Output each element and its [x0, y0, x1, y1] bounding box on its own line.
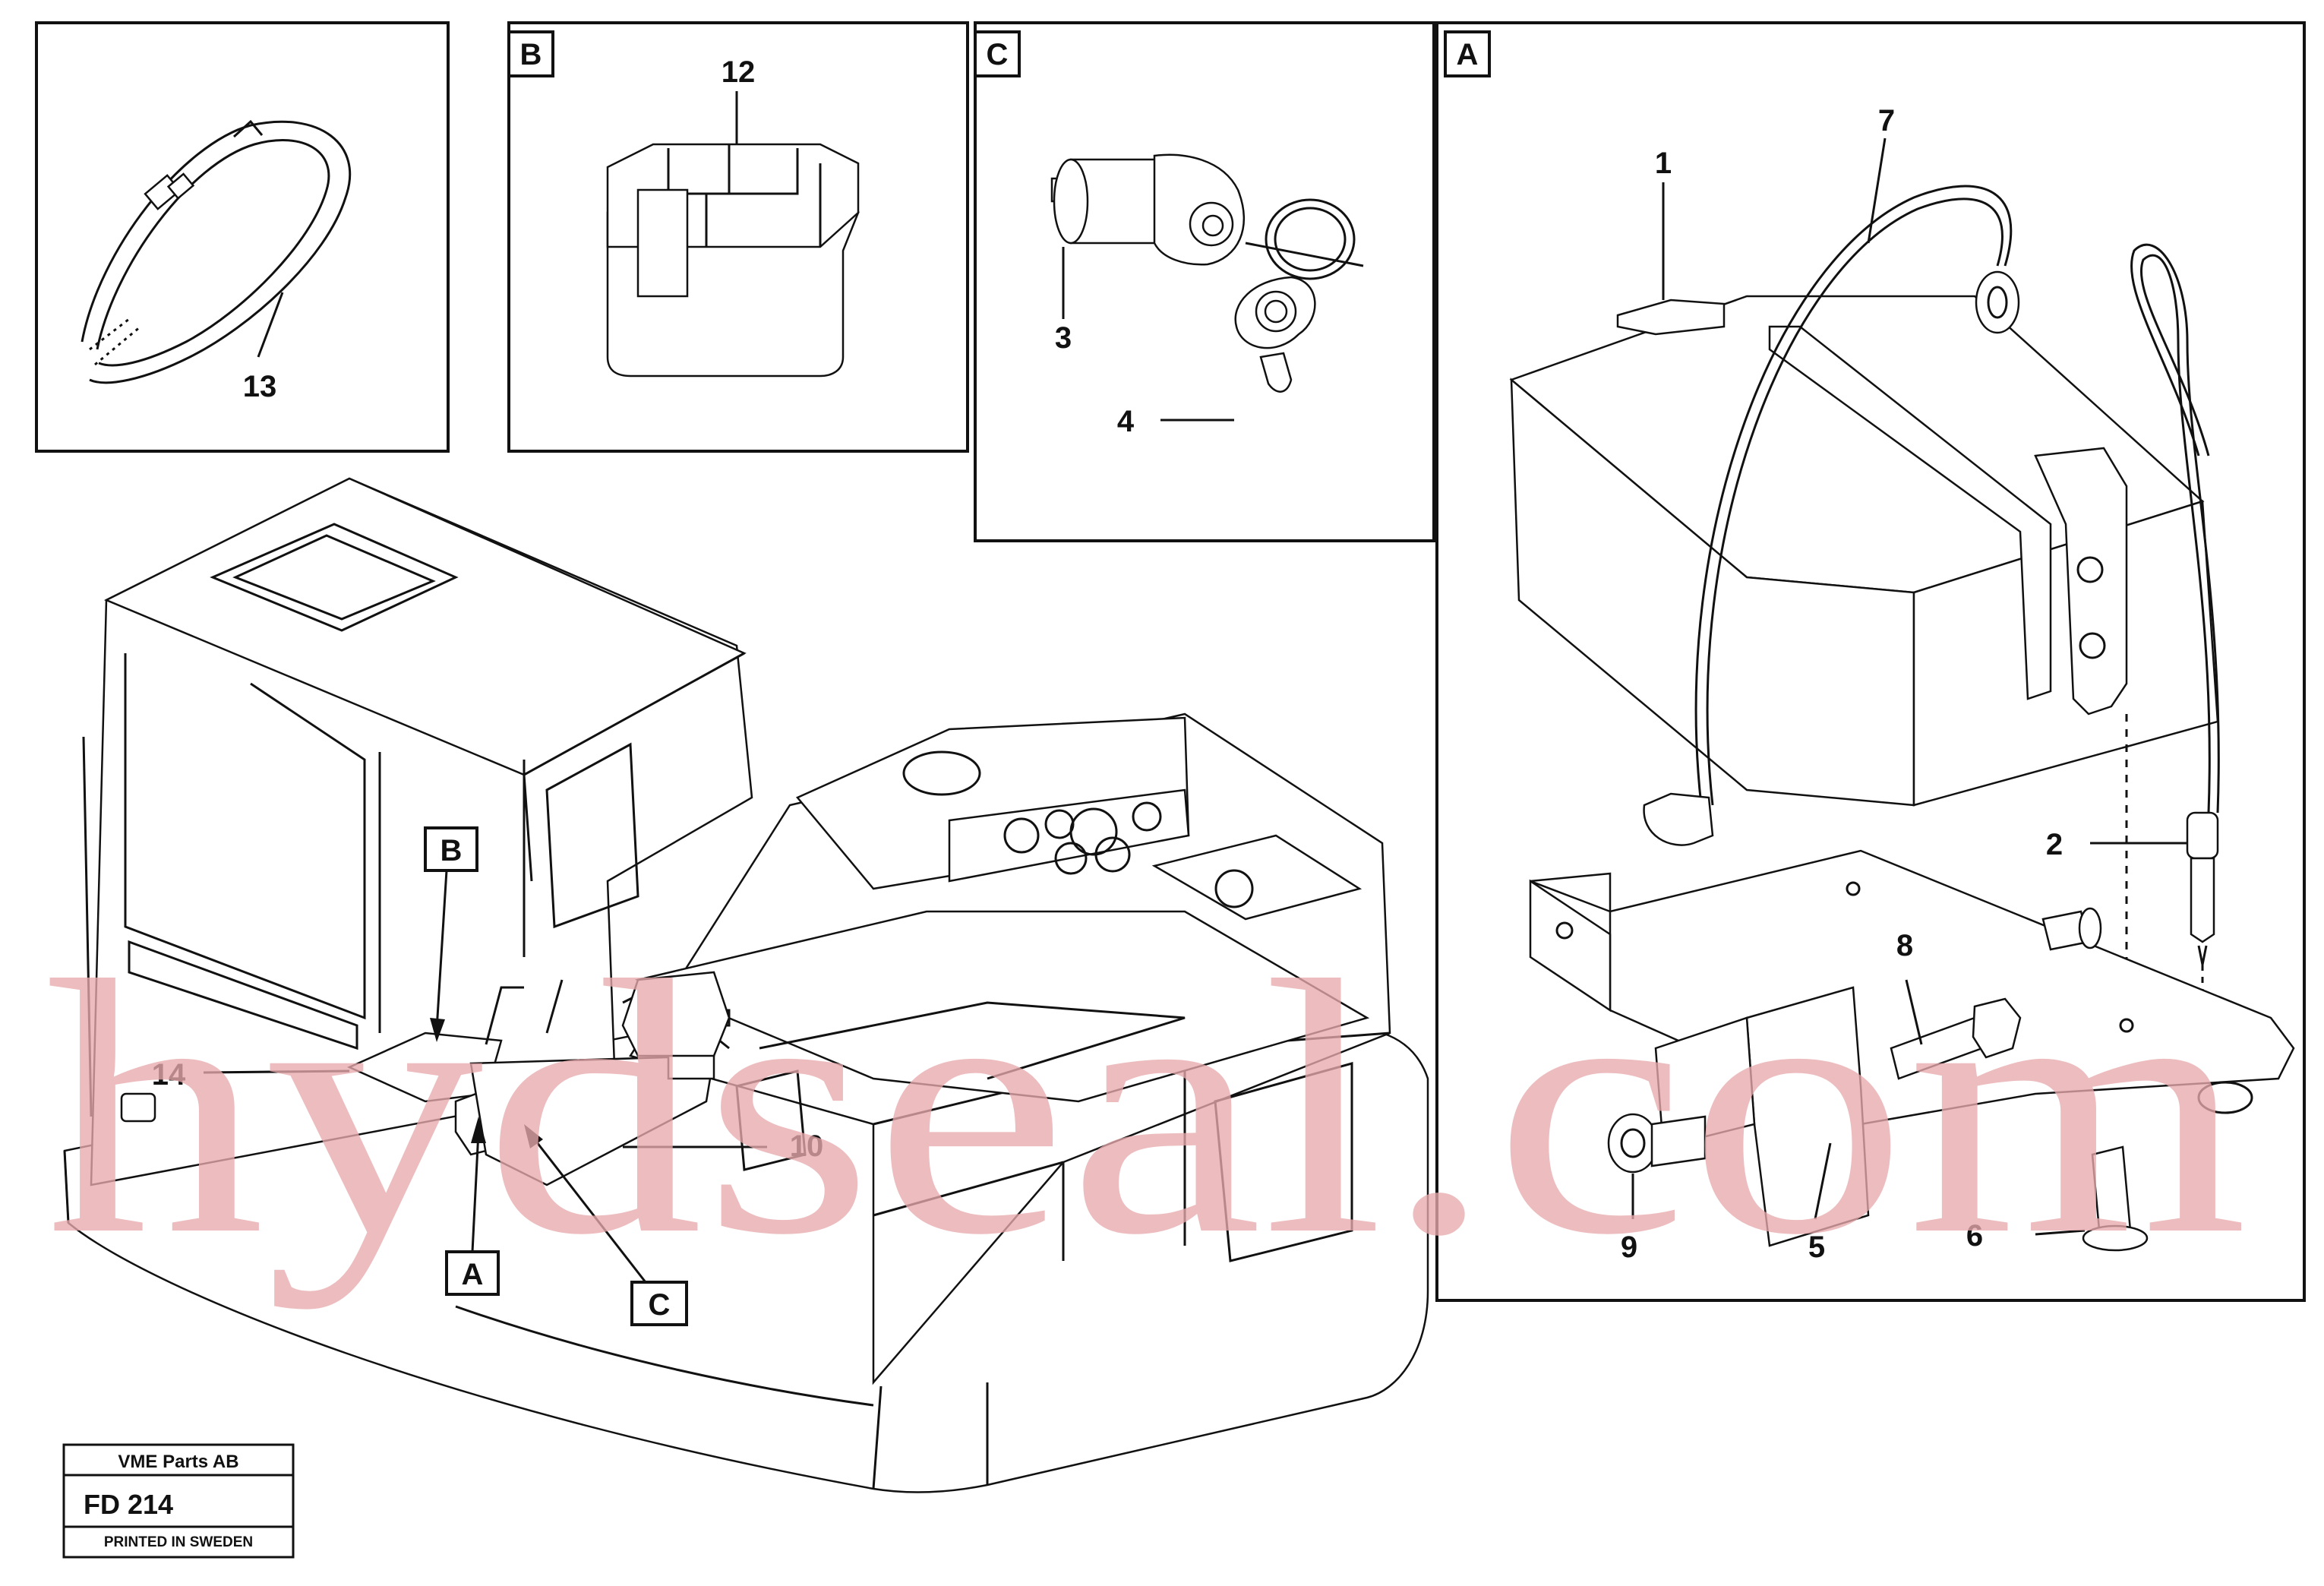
callout-8: 8 [1896, 929, 1913, 962]
holder-drawing [606, 143, 860, 378]
panel-c-socket: C 3 4 [974, 21, 1435, 542]
callout-10: 10 [790, 1129, 824, 1163]
panel-cable-tie: 13 [35, 21, 450, 453]
cable-drawing [1643, 185, 2020, 846]
pointer-b: B [424, 826, 478, 1042]
panel-b-holder: B 12 [507, 21, 969, 453]
callout-14: 14 [152, 1058, 186, 1092]
title-block-printed: PRINTED IN SWEDEN [104, 1534, 253, 1550]
watermark: hydseal.com [46, 905, 2248, 1310]
panel-a-tag [1444, 30, 1491, 77]
title-block-company: VME Parts AB [118, 1452, 238, 1472]
panel-a-assembly: A [1435, 21, 2306, 1302]
callout-1: 1 [1655, 147, 1672, 180]
cable-tie-drawing [81, 119, 351, 384]
callout-7: 7 [1878, 104, 1895, 137]
title-block: VME Parts AB FD 214 PRINTED IN SWEDEN [62, 1443, 295, 1559]
callout-9: 9 [1621, 1231, 1637, 1264]
panel-b-tag [507, 30, 554, 77]
title-block-code: FD 214 [84, 1489, 173, 1520]
callout-5: 5 [1808, 1231, 1825, 1264]
svg-text:B: B [440, 834, 463, 867]
panel-c-label: C [987, 38, 1009, 71]
callout-4: 4 [1117, 405, 1135, 438]
pointer-c: C [524, 1124, 688, 1326]
wire-drawing [2130, 243, 2220, 1063]
svg-text:A: A [462, 1258, 484, 1291]
socket-drawing [1050, 153, 1364, 393]
panel-b-label: B [520, 38, 542, 71]
callout-12: 12 [722, 55, 756, 89]
panel-c-tag [974, 30, 1021, 77]
box-drawing [1509, 295, 2219, 807]
callout-13: 13 [243, 370, 277, 403]
svg-text:C: C [649, 1288, 671, 1322]
pointer-a: A [445, 1117, 500, 1296]
callout-2: 2 [2046, 828, 2063, 861]
callout-3: 3 [1055, 321, 1072, 355]
base-plate-drawing [1529, 849, 2295, 1252]
callout-6: 6 [1966, 1219, 1983, 1253]
machine-drawing [63, 477, 1429, 1493]
panel-a-label: A [1457, 38, 1479, 71]
